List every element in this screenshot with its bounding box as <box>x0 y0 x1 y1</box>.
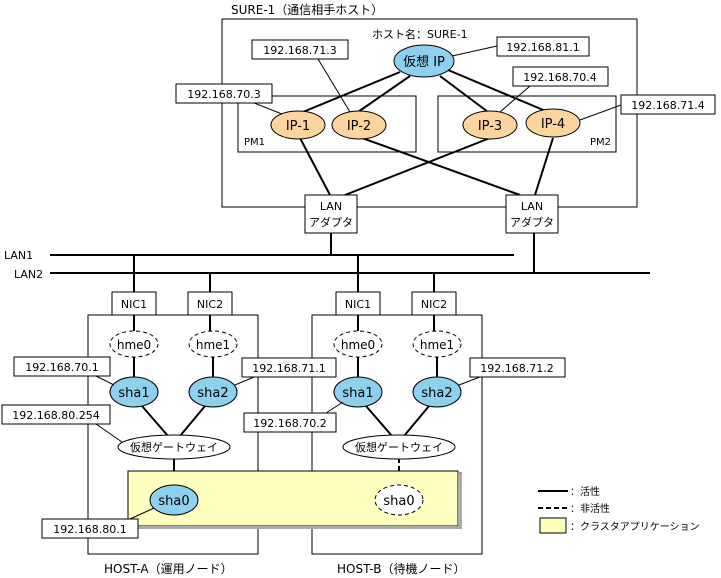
host-a-label: HOST-A（運用ノード） <box>104 562 233 576</box>
ip3-node <box>462 110 518 140</box>
addr-host-a-sha2: 192.168.71.1 <box>252 362 325 375</box>
callout-host-a-gateway: 192.168.80.254 <box>1 404 123 443</box>
legend-cluster-swatch <box>539 517 567 534</box>
addr-host-b-sha1: 192.168.70.2 <box>253 417 326 430</box>
legend-inactive-label: ：非活性 <box>570 502 610 515</box>
addr-host-a-gateway: 192.168.80.254 <box>12 409 99 422</box>
host-a-hme0-label: hme0 <box>117 338 151 352</box>
virtual-ip-node <box>393 44 455 78</box>
vip-links <box>297 69 549 115</box>
host-b-hme0-node <box>333 330 383 358</box>
callout-ip2: 192.168.71.3 <box>251 39 351 113</box>
addr-ip1: 192.168.70.3 <box>187 88 260 101</box>
callout-host-b-sha2: 192.168.71.2 <box>458 357 566 386</box>
nic-drops <box>133 255 435 292</box>
ip4-node <box>525 108 581 138</box>
host-b-links <box>357 315 438 437</box>
sure-hostname: ホスト名：SURE-1 <box>372 27 468 41</box>
lan-adapter-2-line1: LAN <box>521 200 543 213</box>
addr-ip3: 192.168.70.4 <box>523 71 596 84</box>
host-a-sha2-node <box>188 376 238 408</box>
host-a-gateway-label: 仮想ゲートウェイ <box>130 440 218 454</box>
host-a-hme1-label: hme1 <box>196 338 230 352</box>
host-b-sha1-node <box>333 376 383 408</box>
host-a-hme0-node <box>109 330 159 358</box>
callout-vip: 192.168.81.1 <box>451 36 590 57</box>
cluster-band-shadow-bottom <box>131 526 462 529</box>
pm1-box <box>237 95 417 153</box>
host-b-sha0-node <box>374 484 424 516</box>
legend-active-label: ：活性 <box>570 485 600 498</box>
pm2-label: PM2 <box>590 137 611 148</box>
callout-host-a-sha0: 192.168.80.1 <box>41 507 155 539</box>
lan2-label: LAN2 <box>14 268 43 281</box>
ip1-label: IP-1 <box>286 119 310 134</box>
virtual-ip-label: 仮想 IP <box>403 54 445 70</box>
ip4-label: IP-4 <box>541 117 565 132</box>
pm1-label: PM1 <box>244 137 265 148</box>
host-a-sha0-node <box>149 484 199 516</box>
host-b-sha2-label: sha2 <box>421 386 452 401</box>
host-a-sha0-label: sha0 <box>158 494 189 509</box>
addr-host-a-sha1: 192.168.70.1 <box>25 361 98 374</box>
addr-host-a-sha0: 192.168.80.1 <box>53 523 126 536</box>
ip2-label: IP-2 <box>347 119 371 134</box>
host-a-nic2-label: NIC2 <box>197 298 223 311</box>
host-a-nic1-label: NIC1 <box>121 298 147 311</box>
host-b-gateway-label: 仮想ゲートウェイ <box>355 440 443 454</box>
callout-host-b-sha1: 192.168.70.2 <box>243 401 344 433</box>
lan1-label: LAN1 <box>4 249 33 262</box>
ip-adapter-links <box>299 137 554 196</box>
host-b-nic1-label: NIC1 <box>345 298 371 311</box>
lan-adapter-2-line2: アダプタ <box>510 215 554 229</box>
host-b-box <box>311 314 483 555</box>
callout-ip1: 192.168.70.3 <box>175 83 283 115</box>
sure-title: SURE-1（通信相手ホスト） <box>231 3 383 17</box>
host-a-sha1-label: sha1 <box>118 386 149 401</box>
callout-host-a-sha2: 192.168.71.1 <box>234 357 337 386</box>
host-b-hme1-label: hme1 <box>420 338 454 352</box>
host-a-box <box>87 314 259 555</box>
host-b-sha0-label: sha0 <box>383 494 414 509</box>
host-b-hme1-node <box>412 330 462 358</box>
addr-ip2: 192.168.71.3 <box>263 44 336 57</box>
callout-ip4: 192.168.71.4 <box>579 94 716 121</box>
pm2-box <box>437 95 617 153</box>
host-b-gateway-node <box>342 434 456 460</box>
host-b-sha2-node <box>412 376 462 408</box>
host-a-gateway-node <box>117 434 231 460</box>
ip2-node <box>331 110 387 140</box>
host-a-hme1-node <box>188 330 238 358</box>
lan-adapter-1-line2: アダプタ <box>309 215 353 229</box>
addr-host-b-sha2: 192.168.71.2 <box>480 362 553 375</box>
host-b-nic2-label: NIC2 <box>421 298 447 311</box>
legend-cluster-label: ：クラスタアプリケーション <box>570 521 700 533</box>
host-a-sha1-node <box>109 376 159 408</box>
lan-adapter-2 <box>505 194 559 234</box>
host-b-hme0-label: hme0 <box>341 338 375 352</box>
callout-ip3: 192.168.70.4 <box>499 66 609 113</box>
host-a-sha2-label: sha2 <box>197 386 228 401</box>
lan-adapter-1-line1: LAN <box>320 200 342 213</box>
ip1-node <box>270 110 326 140</box>
host-b-sha1-label: sha1 <box>342 386 373 401</box>
host-b-label: HOST-B（待機ノード） <box>337 561 465 576</box>
addr-vip: 192.168.81.1 <box>506 41 579 54</box>
callout-host-a-sha1: 192.168.70.1 <box>13 356 115 386</box>
addr-ip4: 192.168.71.4 <box>631 99 704 112</box>
ip3-label: IP-3 <box>478 119 502 134</box>
cluster-band-shadow-right <box>458 474 462 529</box>
